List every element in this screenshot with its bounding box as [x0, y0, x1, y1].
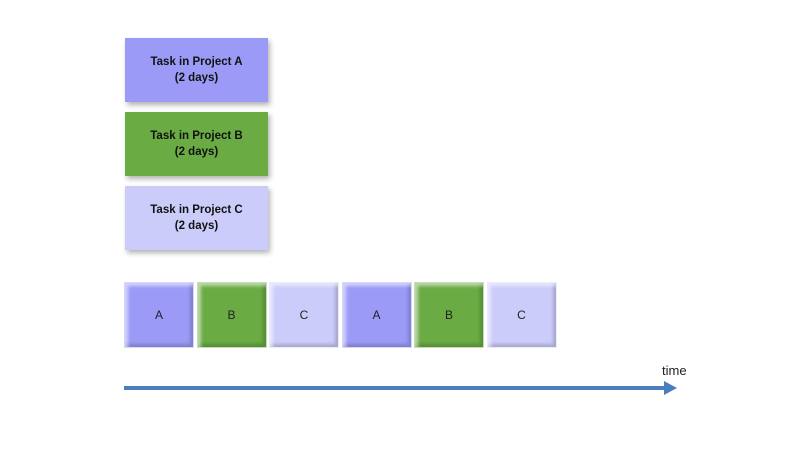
task-title: Task in Project A [150, 56, 243, 68]
time-arrow [124, 381, 677, 395]
sequence-cell-a: A [341, 282, 412, 348]
task-duration: (2 days) [174, 220, 219, 232]
sequence-label: A [372, 308, 381, 322]
sequence-label: C [517, 308, 526, 322]
task-duration: (2 days) [174, 146, 219, 158]
task-box-project-a: Task in Project A (2 days) [125, 38, 268, 102]
task-box-project-c: Task in Project C (2 days) [125, 186, 268, 250]
sequence-label: B [444, 308, 453, 322]
task-box-project-b: Task in Project B (2 days) [125, 112, 268, 176]
sequence-cell-c: C [269, 282, 339, 348]
task-title: Task in Project B [150, 130, 243, 142]
task-duration: (2 days) [174, 72, 219, 84]
sequence-label: B [227, 308, 236, 322]
sequence-cell-b: B [414, 282, 484, 348]
interleaved-sequence: A B C A B C [124, 282, 559, 348]
sequence-label: A [154, 308, 163, 322]
sequence-label: C [299, 308, 309, 322]
sequence-cell-b: B [196, 282, 267, 348]
time-axis-label: time [662, 363, 687, 378]
sequence-cell-c: C [486, 282, 557, 348]
sequence-cell-a: A [124, 282, 194, 348]
task-title: Task in Project C [150, 204, 243, 216]
time-arrow-head [664, 381, 677, 395]
